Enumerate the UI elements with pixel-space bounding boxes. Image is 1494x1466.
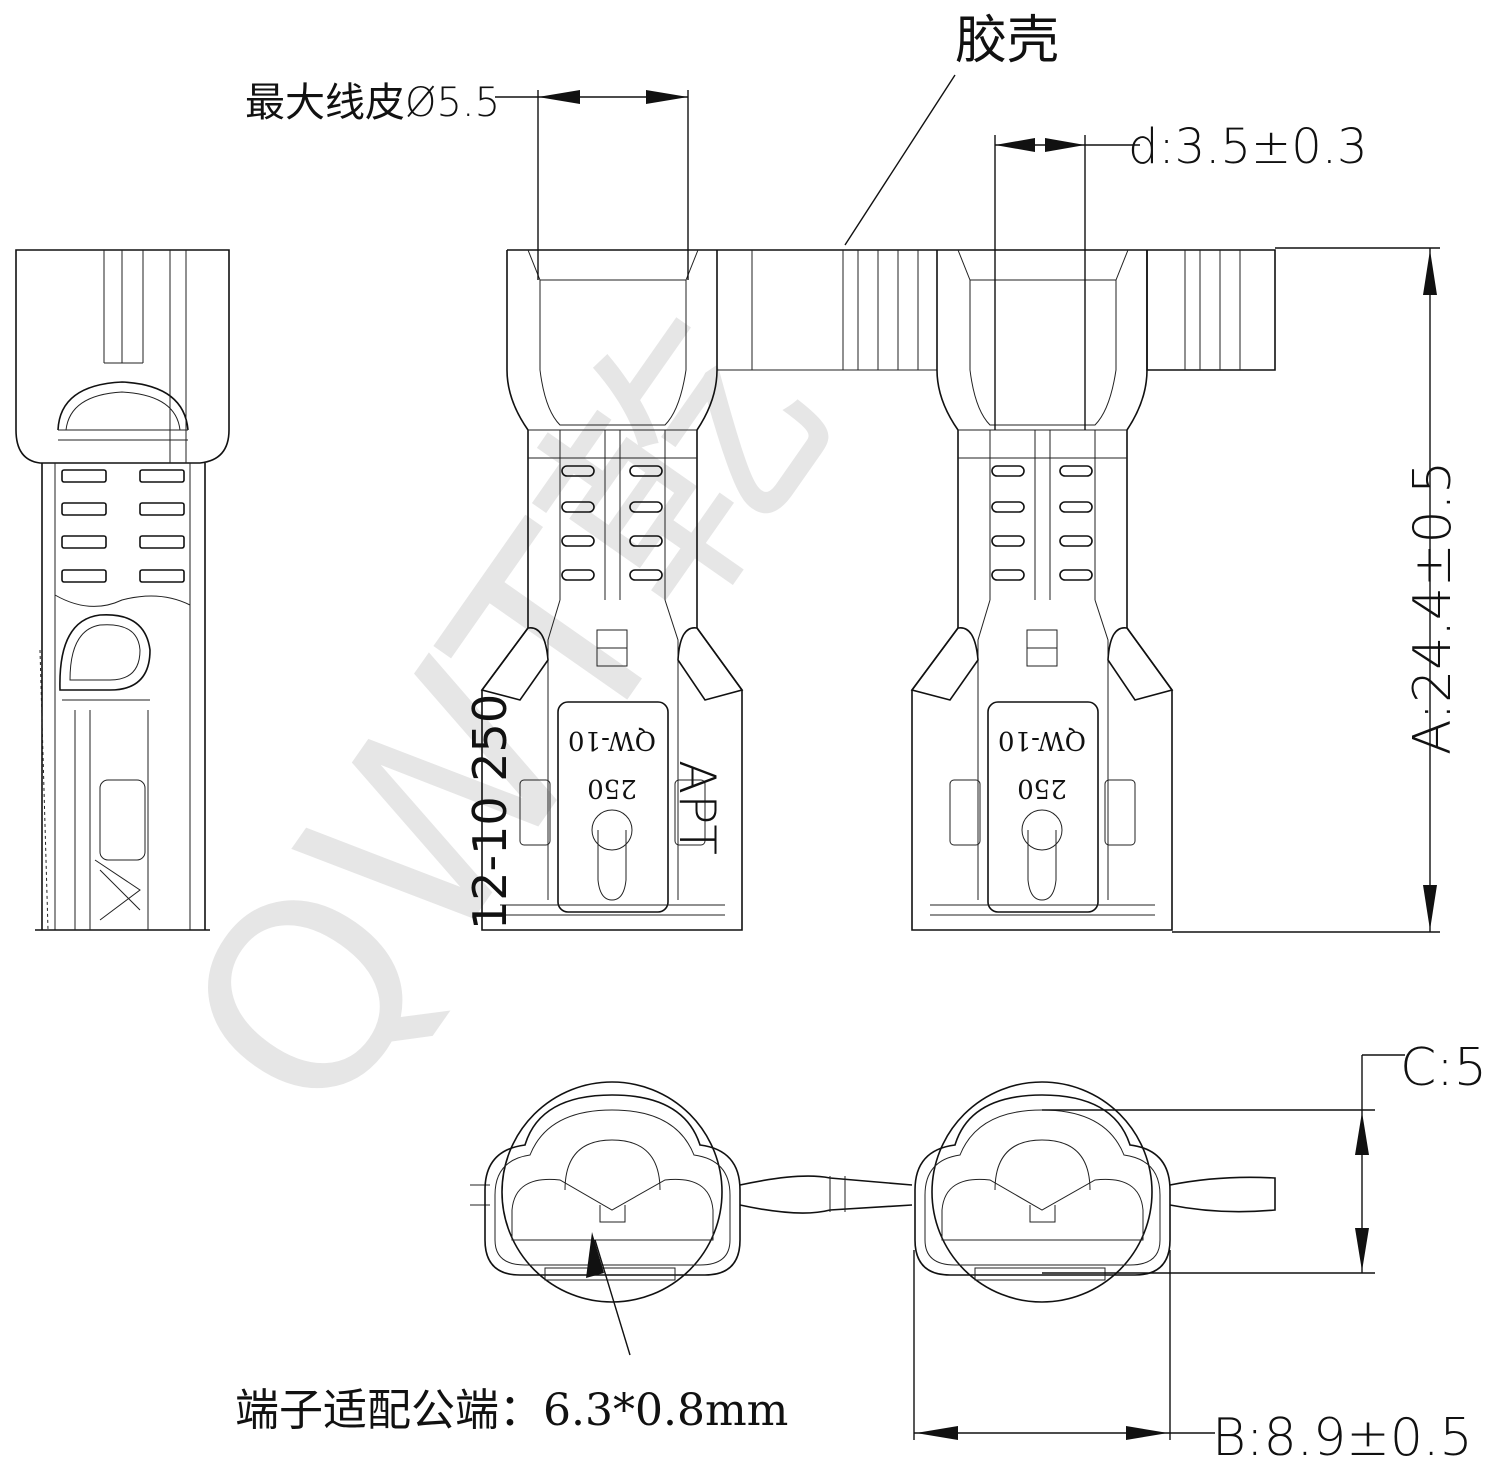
dimension-d: d:3.5±0.3 (994, 119, 1368, 430)
dimension-c: C:5 (1042, 1038, 1487, 1274)
dimension-max-insulation: 最大线皮Ø5.5 (245, 80, 689, 280)
model-mark-2: QW-10 (998, 725, 1086, 755)
svg-text:B:8.9±0.5: B:8.9±0.5 (1212, 1408, 1473, 1466)
dimension-b: B:8.9±0.5 (913, 1250, 1473, 1466)
crimp-slots (61, 469, 185, 583)
callout-housing: 胶壳 (844, 11, 1059, 246)
svg-text:A:24.4±0.5: A:24.4±0.5 (1403, 461, 1463, 755)
dimension-a: A:24.4±0.5 (1172, 247, 1463, 933)
svg-text:d:3.5±0.3: d:3.5±0.3 (1128, 119, 1368, 175)
svg-text:C:5: C:5 (1400, 1038, 1487, 1098)
front-view-terminal-1: QW-10 250 12-10 250 APT (463, 249, 1276, 931)
size-mark-1: 250 (587, 773, 637, 803)
svg-text:胶壳: 胶壳 (955, 11, 1059, 71)
svg-text:端子适配公端：6.3*0.8mm: 端子适配公端：6.3*0.8mm (235, 1385, 788, 1436)
end-view (470, 1081, 1276, 1303)
svg-text:最大线皮Ø5.5: 最大线皮Ø5.5 (245, 80, 500, 126)
size-mark-2: 250 (1017, 773, 1067, 803)
side-view (15, 249, 230, 931)
model-mark-1: QW-10 (568, 725, 656, 755)
side-code-mark: 12-10 250 (463, 694, 517, 930)
brand-mark: APT (668, 760, 726, 855)
front-view-terminal-2: QW-10 250 (910, 249, 1174, 931)
callout-terminal-fit: 端子适配公端：6.3*0.8mm (235, 1232, 788, 1436)
